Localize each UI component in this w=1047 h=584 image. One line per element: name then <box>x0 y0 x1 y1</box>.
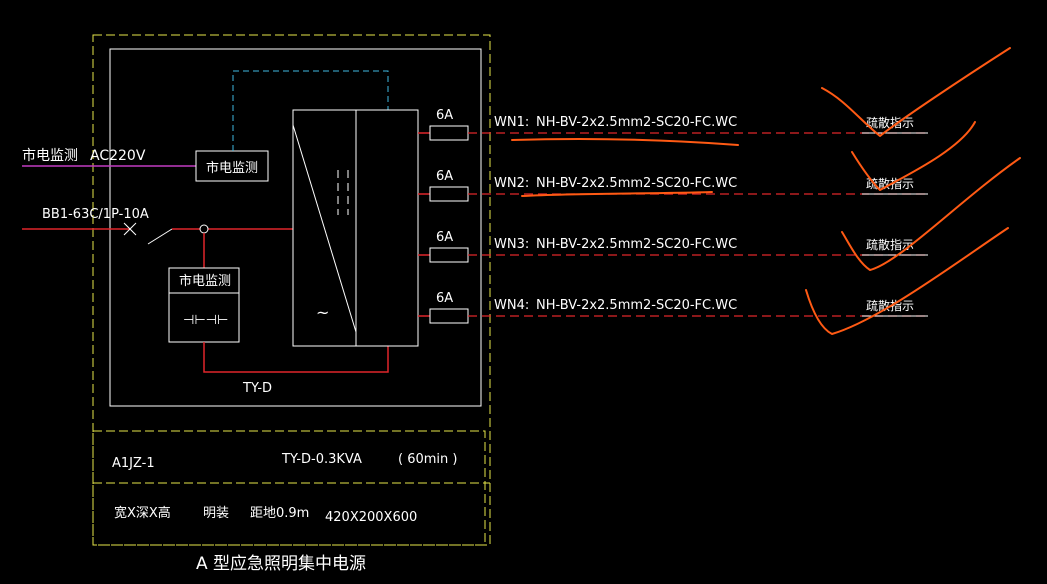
circuit-4-id: WN4: <box>494 298 529 313</box>
panel-model: TY-D-0.3KVA <box>281 452 362 467</box>
underline-wn2 <box>521 191 713 197</box>
panel-outline <box>109 48 482 407</box>
junction-node <box>199 224 209 234</box>
circuit-4-cable-label: NH-BV-2x2.5mm2-SC20-FC.WC <box>536 298 737 313</box>
circuit-2-fuse <box>429 186 469 202</box>
circuit-1-cable-label: NH-BV-2x2.5mm2-SC20-FC.WC <box>536 115 737 130</box>
info-frame <box>92 430 486 546</box>
circuit-3-fuse-label: 6A <box>436 230 453 245</box>
mains-voltage-label: AC220V <box>90 148 146 164</box>
monitor-box <box>195 150 269 182</box>
circuit-2-id: WN2: <box>494 176 529 191</box>
circuit-1-fuse-label: 6A <box>436 108 453 123</box>
panel-id: A1JZ-1 <box>112 456 155 471</box>
battery-return-wire <box>203 342 389 373</box>
cabinet-frame <box>92 34 491 546</box>
diagram-caption: A 型应急照明集中电源 <box>196 554 366 574</box>
dims-label: 宽X深X高 <box>114 505 171 521</box>
underline-wn1 <box>511 138 739 146</box>
circuit-4-fuse-label: 6A <box>436 291 453 306</box>
battery-box-label: 市电监测 <box>179 273 231 289</box>
circuit-3-id: WN3: <box>494 237 529 252</box>
circuit-1-fuse <box>429 125 469 141</box>
check-mark-4 <box>805 227 1009 335</box>
inverter-symbol: ~ <box>316 303 329 322</box>
monitor-box-label: 市电监测 <box>206 160 258 176</box>
circuit-2-fuse-label: 6A <box>436 169 453 184</box>
panel-size: 420X200X600 <box>325 510 417 525</box>
mount-type: 明装 <box>203 506 229 521</box>
breaker-switch-blade <box>147 228 173 245</box>
circuit-1-id: WN1: <box>494 115 529 130</box>
circuit-3-cable-label: NH-BV-2x2.5mm2-SC20-FC.WC <box>536 237 737 252</box>
panel-duration: ( 60min ) <box>398 452 457 467</box>
dc-symbol <box>337 170 349 215</box>
circuit-4-fuse <box>429 308 469 324</box>
inverter-diagonal <box>292 124 357 333</box>
check-mark-3 <box>841 157 1021 271</box>
power-unit-label: TY-D <box>242 381 272 396</box>
circuit-3-fuse <box>429 247 469 263</box>
circuit-3-load-label: 疏散指示 <box>866 237 914 252</box>
mains-monitor-label: 市电监测 <box>22 147 78 164</box>
check-mark-2 <box>851 121 976 191</box>
circuit-2-cable-label: NH-BV-2x2.5mm2-SC20-FC.WC <box>536 176 737 191</box>
mount-height: 距地0.9m <box>250 506 309 521</box>
breaker-x-mark <box>123 222 137 236</box>
breaker-label: BB1-63C/1P-10A <box>42 207 149 222</box>
circuit-layer: 6A WN1: NH-BV-2x2.5mm2-SC20-FC.WC 疏散指示 6A WN2… <box>418 108 930 324</box>
battery-symbol: ⊣⊢⊣⊢ <box>183 313 228 328</box>
check-mark-1 <box>821 47 1011 137</box>
control-wire <box>232 70 389 151</box>
hand-annotations <box>511 47 1021 335</box>
